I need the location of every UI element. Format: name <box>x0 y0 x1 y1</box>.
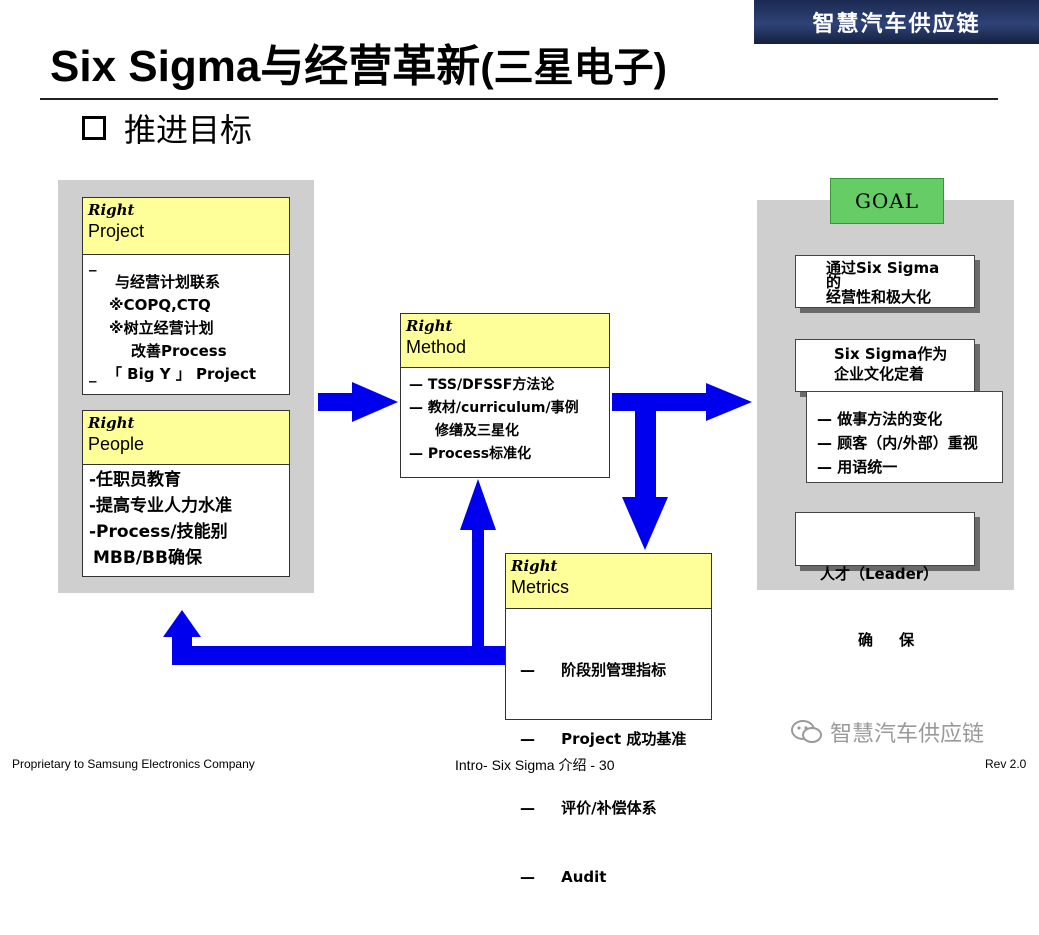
people-line: -Process/技能别 <box>89 522 228 542</box>
checkbox-bullet-icon <box>82 116 106 140</box>
people-card-header: Right People <box>83 411 289 465</box>
goal-box-culture: Six Sigma作为 企业文化定着 <box>795 339 975 392</box>
arrow-right-to-method <box>318 382 398 422</box>
metrics-line: — Project 成功基准 <box>520 730 687 748</box>
page-title: Six Sigma与经营革新(三星电子) <box>50 30 667 94</box>
section-heading: 推进目标 <box>82 105 252 151</box>
people-right-label: Right <box>88 414 135 432</box>
project-line: 与经营计划联系 <box>115 273 221 291</box>
metrics-right-label: Right <box>511 557 558 575</box>
goal-box-line: 确 保 <box>858 631 915 649</box>
footer-center: Intro- Six Sigma 介绍 - 30 <box>455 757 615 773</box>
method-name: Method <box>406 337 467 357</box>
wechat-icon <box>791 720 822 743</box>
people-name: People <box>88 434 145 454</box>
people-card-body: -任职员教育 -提高专业人力水准 -Process/技能别 MBB/BB确保 <box>83 465 289 571</box>
title-main: Six Sigma与经营革新 <box>50 42 481 91</box>
arrow-right-to-goal <box>612 383 752 421</box>
method-card-header: Right Method <box>401 314 609 368</box>
method-right-label: Right <box>406 317 453 335</box>
goal-box-line: 经营性和极大化 <box>826 288 932 306</box>
goal-box-talent: 人才（Leader） 确 保 <box>795 512 975 649</box>
footer-right: Rev 2.0 <box>985 757 1027 771</box>
people-card: Right People -任职员教育 -提高专业人力水准 -Process/技… <box>82 410 290 577</box>
people-line: -提高专业人力水准 <box>89 496 233 516</box>
project-line: ※COPQ,CTQ <box>109 296 211 314</box>
project-card-header: Right Project <box>83 198 289 255</box>
goal-box-line: — 用语统一 <box>817 458 898 476</box>
flow-arrows <box>163 382 752 665</box>
method-line: 修缮及三星化 <box>435 423 519 439</box>
metrics-card: Right Metrics — 阶段别管理指标 — Project 成功基准 —… <box>505 553 712 886</box>
goal-box-line: 的 <box>826 273 842 291</box>
goal-box-line: — 做事方法的变化 <box>817 410 943 428</box>
watermark: 智慧汽车供应链 <box>790 716 984 748</box>
goal-box-management: 通过Six Sigma 的 经营性和极大化 <box>795 255 975 308</box>
metrics-line: — Audit <box>520 868 607 886</box>
method-card: Right Method — TSS/DFSSF方法论 — 教材/curricu… <box>400 313 610 478</box>
project-line: ※树立经营计划 <box>109 319 214 337</box>
method-line: — 教材/curriculum/事例 <box>409 400 579 416</box>
people-line: -任职员教育 <box>89 470 182 490</box>
brand-banner: 智慧汽车供应链 <box>754 0 1039 44</box>
metrics-card-header: Right Metrics <box>506 554 711 609</box>
method-line: — TSS/DFSSF方法论 <box>409 377 555 393</box>
section-heading-text: 推进目标 <box>124 111 253 149</box>
watermark-text: 智慧汽车供应链 <box>830 722 985 747</box>
project-line: _ <box>89 254 97 272</box>
goal-box-line: 通过Six Sigma <box>826 259 940 277</box>
metrics-line: — 阶段别管理指标 <box>520 661 667 679</box>
method-card-body: — TSS/DFSSF方法论 — 教材/curriculum/事例 修缮及三星化… <box>401 368 609 466</box>
title-divider <box>40 98 998 100</box>
arrow-down-to-metrics <box>622 411 668 550</box>
metrics-name: Metrics <box>511 577 569 597</box>
goal-box-line: Six Sigma作为 <box>834 345 948 363</box>
goal-box-changes: — 做事方法的变化 — 顾客（内/外部）重视 — 用语统一 <box>806 391 1003 483</box>
goal-box-line: 企业文化定着 <box>834 365 925 383</box>
goal-label: GOAL <box>830 178 944 224</box>
goal-box-line: 人才（Leader） <box>820 565 939 583</box>
metrics-line: — 评价/补偿体系 <box>520 799 657 817</box>
people-line: MBB/BB确保 <box>93 548 202 568</box>
project-card-body: _ 与经营计划联系 ※COPQ,CTQ ※树立经营计划 改善Process _ … <box>83 255 289 386</box>
footer-left: Proprietary to Samsung Electronics Compa… <box>12 757 255 771</box>
arrow-loop-to-method <box>163 479 505 665</box>
project-card: Right Project _ 与经营计划联系 ※COPQ,CTQ ※树立经营计… <box>82 197 290 395</box>
goal-box-line: — 顾客（内/外部）重视 <box>817 434 978 452</box>
project-right-label: Right <box>88 201 135 219</box>
method-line: — Process标准化 <box>409 446 532 462</box>
title-paren: (三星电子) <box>480 46 667 90</box>
project-name: Project <box>88 221 145 241</box>
project-line: _ 「 Big Y 」 Project <box>89 365 257 383</box>
project-line: 改善Process <box>131 342 227 360</box>
